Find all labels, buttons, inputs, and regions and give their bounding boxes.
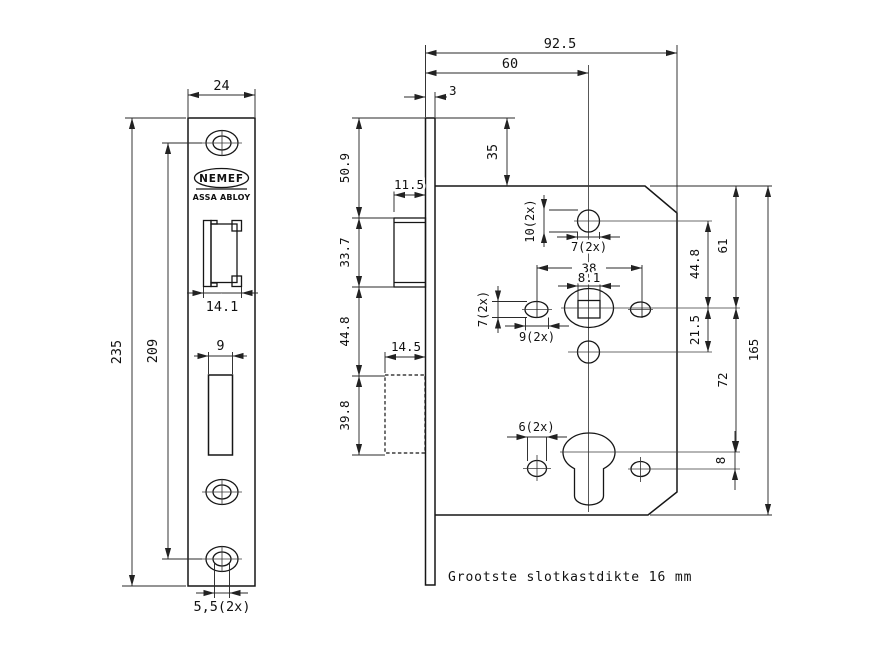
dim-fixing-hole-dia: 6(2x) xyxy=(518,420,554,434)
dim-spindle-square: 8.1 xyxy=(578,270,601,285)
brand-text: ASSA ABLOY xyxy=(193,193,251,202)
dim-latch-protrusion: 11.5 xyxy=(394,177,424,192)
faceplate-edge xyxy=(424,117,436,586)
dim-spindle-to-mid-hole: 21.5 xyxy=(687,315,702,345)
dim-top-hole-width: 7(2x) xyxy=(571,240,607,254)
screw-hole-middle xyxy=(202,478,242,506)
dim-screw-hole-dia: 5,5(2x) xyxy=(194,599,251,615)
spindle-square-hole xyxy=(577,299,601,319)
dim-latch-to-bolt: 44.8 xyxy=(337,316,352,346)
dim-case-height: 165 xyxy=(746,339,761,362)
dim-latch-height: 33.7 xyxy=(337,237,352,267)
dim-screw-spacing: 209 xyxy=(145,339,161,363)
dim-plate-thickness: 3 xyxy=(449,83,457,98)
dim-bolt-throw: 14.5 xyxy=(391,339,421,354)
dim-case-top-to-spindle: 61 xyxy=(715,238,730,253)
note-max-case-thickness: Grootste slotkastdikte 16 mm xyxy=(448,570,692,585)
bolt-cutout xyxy=(207,374,234,456)
deadbolt-thrown xyxy=(384,374,426,454)
dim-case-depth: 92.5 xyxy=(544,36,577,52)
euro-cylinder-hole xyxy=(562,432,616,506)
dim-backset: 60 xyxy=(502,56,518,72)
case-dimensions: 92.5 60 3 35 50.9 33.7 44.8 39.8 11.5 xyxy=(335,34,772,516)
case-outline xyxy=(435,185,678,516)
faceplate-outline xyxy=(187,117,256,587)
dim-top-hole-to-spindle: 44.8 xyxy=(687,249,702,279)
dim-latch-cutout-width: 14.1 xyxy=(206,299,239,315)
dim-top-hole-height: 10(2x) xyxy=(523,199,537,242)
dim-faceplate-width: 24 xyxy=(213,78,229,94)
latch-bolt xyxy=(393,217,427,288)
logo-text: NEMEF xyxy=(199,173,244,185)
dim-bolt-cutout-width: 9 xyxy=(216,338,224,354)
dim-faceplate-height: 235 xyxy=(109,340,125,364)
lock-case-side-view xyxy=(384,65,740,586)
latch-cutout xyxy=(202,219,243,288)
dim-cylinder-to-hole: 8 xyxy=(713,457,728,465)
dim-handle-hole-spacing: 38 xyxy=(581,261,596,276)
dim-plate-top-to-case: 35 xyxy=(485,144,501,160)
dim-spindle-to-cylinder: 72 xyxy=(715,372,730,387)
dim-handle-hole-width: 9(2x) xyxy=(519,330,555,344)
nemef-logo: NEMEF ASSA ABLOY xyxy=(193,167,251,202)
dim-bolt-height: 39.8 xyxy=(337,400,352,430)
dim-plate-top-to-latch: 50.9 xyxy=(337,153,352,183)
faceplate-dimensions: 24 235 209 14.1 9 5,5(2x) xyxy=(107,76,258,618)
dim-handle-hole-height: 7(2x) xyxy=(476,291,490,327)
